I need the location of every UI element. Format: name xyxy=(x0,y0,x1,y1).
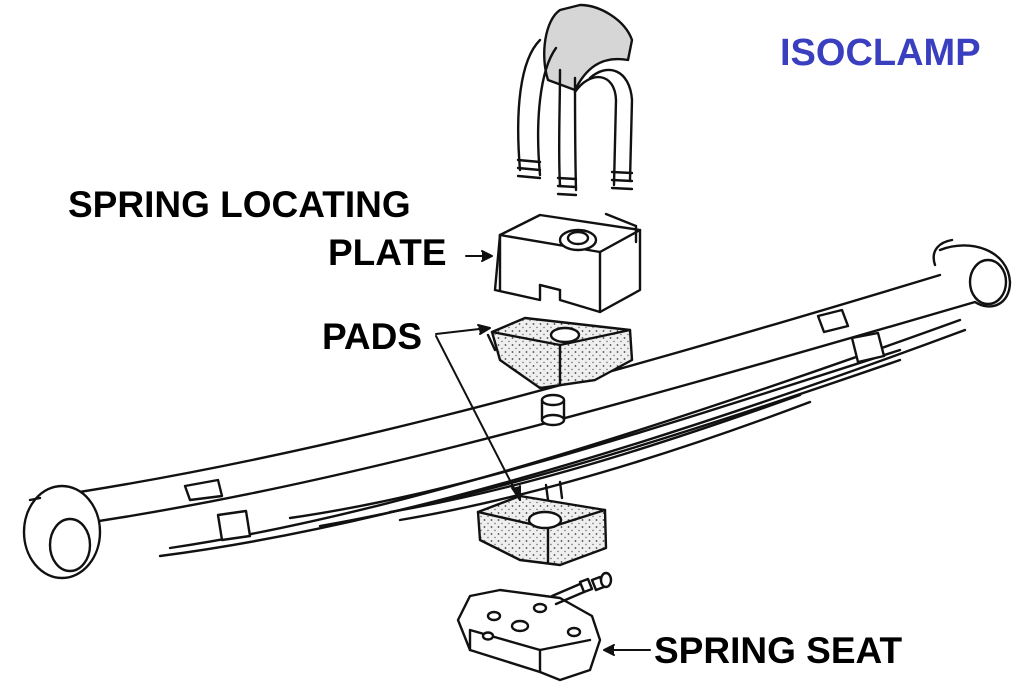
lower-pad xyxy=(476,494,608,567)
diagram-title: ISOCLAMP xyxy=(780,32,981,74)
leaf-spring xyxy=(22,238,1012,580)
label-spring-locating: SPRING LOCATING xyxy=(68,184,411,225)
label-plate: PLATE xyxy=(328,232,447,273)
pads-leader-lower xyxy=(435,335,521,501)
upper-pad xyxy=(486,316,634,390)
spring-locating-plate xyxy=(493,212,642,314)
u-bolt xyxy=(516,3,634,197)
spring-seat xyxy=(456,571,613,682)
label-spring-seat: SPRING SEAT xyxy=(654,630,903,671)
leader-lines xyxy=(435,250,651,656)
label-pads: PADS xyxy=(322,316,423,357)
